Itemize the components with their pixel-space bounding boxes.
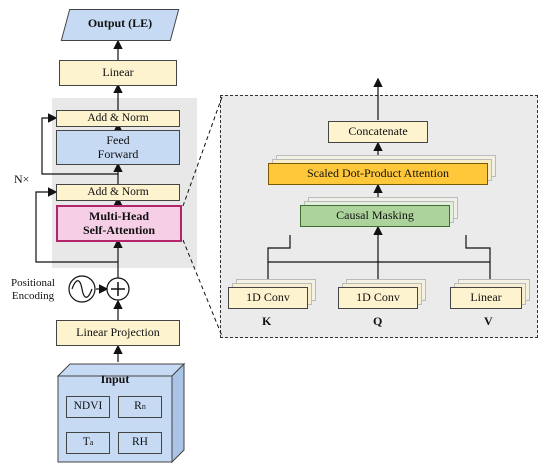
- multi-head-self-attention-box: Multi-Head Self-Attention: [56, 205, 182, 242]
- causal-masking-box: Causal Masking: [300, 205, 450, 227]
- rn-sub: n: [141, 402, 146, 412]
- ndvi-feature-box: NDVI: [66, 396, 110, 418]
- conv-q-box: 1D Conv: [338, 287, 418, 309]
- add-norm-top-box: Add & Norm: [56, 110, 180, 127]
- scaled-dot-product-attention-box: Scaled Dot-Product Attention: [268, 163, 488, 185]
- positional-line1: Positional: [10, 277, 55, 289]
- v-label: V: [484, 314, 493, 328]
- feed-forward-line1: Feed: [106, 132, 130, 147]
- input-title: Input: [100, 372, 130, 386]
- ta-sub: a: [89, 438, 94, 448]
- nx-label: N×: [14, 172, 30, 186]
- k-label: K: [262, 314, 272, 328]
- ta-base: T: [82, 436, 90, 449]
- q-label: Q: [373, 314, 383, 328]
- conv-k-box: 1D Conv: [228, 287, 308, 309]
- feed-forward-line2: Forward: [97, 146, 139, 161]
- positional-line2: Encoding: [11, 290, 55, 303]
- positional-encoding-label: Positional Encoding: [3, 277, 63, 303]
- feed-forward-box: Feed Forward: [56, 130, 180, 165]
- rn-base: R: [134, 400, 142, 413]
- mhsa-line2: Self-Attention: [83, 222, 155, 237]
- add-norm-bottom-box: Add & Norm: [56, 184, 180, 201]
- concatenate-box: Concatenate: [328, 121, 428, 143]
- linear-box: Linear: [59, 60, 177, 86]
- rh-feature-box: RH: [118, 432, 162, 454]
- linear-projection-box: Linear Projection: [56, 320, 180, 346]
- mhsa-line1: Multi-Head: [89, 208, 149, 223]
- linear-v-box: Linear: [450, 287, 522, 309]
- output-label: Output (LE): [87, 16, 153, 30]
